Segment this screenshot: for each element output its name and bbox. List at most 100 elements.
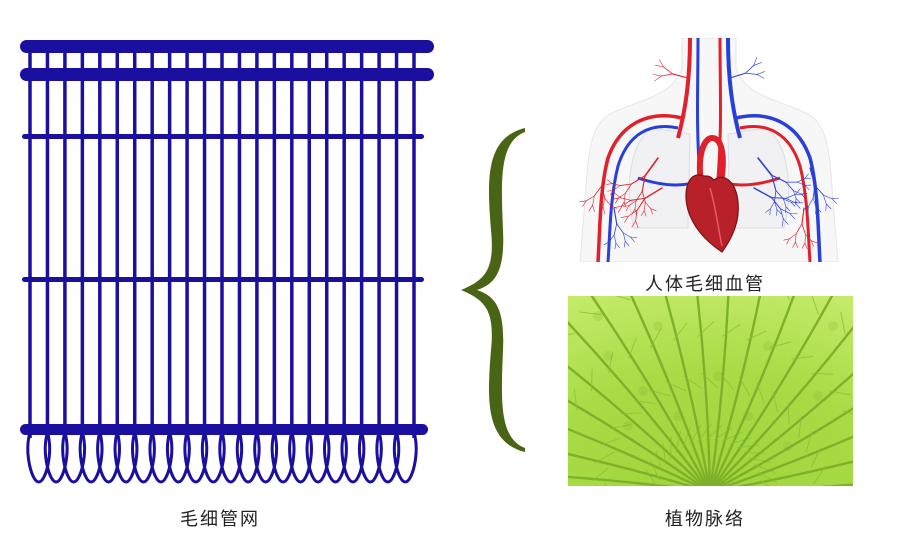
- leaf-speckle: [653, 321, 663, 331]
- left-arm-vein: [606, 125, 679, 262]
- blood-vessel-branch: [650, 208, 657, 212]
- leaf-secondary-vein: [840, 312, 846, 334]
- blood-vessel-branch: [780, 208, 784, 220]
- capillary-loop: [131, 431, 156, 484]
- blood-vessel-branch: [811, 240, 818, 244]
- blood-vessel-branch: [812, 184, 816, 199]
- blood-vessel-branch: [782, 218, 789, 225]
- capillary-loop: [375, 431, 401, 484]
- leaf-secondary-vein: [591, 467, 610, 482]
- blood-vessel-branch: [815, 206, 822, 213]
- leaf-secondary-vein: [769, 341, 791, 349]
- blood-vessel-branch: [797, 181, 806, 186]
- blood-vessel-branch: [599, 207, 604, 214]
- blood-vessel-branch: [753, 62, 762, 66]
- blood-vessel-branch: [801, 242, 806, 249]
- blood-vessel-branch: [801, 223, 806, 236]
- leaf-speckle: [828, 321, 838, 331]
- caption-human-capillaries: 人体毛细血管: [645, 274, 765, 295]
- blood-vessel-branch: [615, 242, 620, 249]
- leaf-main-vein: [568, 365, 706, 486]
- leaf-main-vein: [568, 399, 704, 486]
- blood-vessel-branch: [660, 73, 673, 77]
- leaf-main-vein: [715, 372, 853, 486]
- leaf-main-vein: [714, 325, 853, 486]
- capillary-loop: [166, 431, 191, 484]
- blood-vessel-branch: [588, 204, 593, 212]
- blood-vessel-branch: [659, 59, 664, 68]
- leaf-secondary-vein: [720, 373, 735, 392]
- leaf-secondary-vein: [754, 464, 776, 473]
- blood-vessel-branch: [614, 192, 621, 198]
- blood-vessel-branch: [640, 210, 645, 216]
- leaf-main-vein: [568, 427, 701, 486]
- leaf-main-vein: [568, 452, 695, 486]
- blood-vessel-branch: [635, 220, 639, 229]
- capillary-loop: [26, 431, 52, 484]
- blood-vessel-branch: [602, 197, 606, 208]
- blood-vessel-branch: [783, 238, 790, 241]
- leaf-secondary-vein: [810, 447, 821, 468]
- leaf-secondary-vein: [811, 372, 834, 375]
- blood-vessel-branch: [814, 184, 824, 196]
- leaf-main-vein: [710, 296, 762, 486]
- leaf-secondary-vein: [772, 391, 779, 414]
- blood-vessel-branch: [604, 197, 611, 206]
- leaf-secondary-vein: [633, 400, 656, 404]
- blood-vessel-branch: [753, 57, 758, 66]
- leaf-secondary-vein: [721, 323, 741, 337]
- blood-vessel-branch: [636, 197, 646, 211]
- curly-brace-icon: [461, 128, 525, 452]
- leaf-secondary-vein: [746, 330, 767, 341]
- spacer-bar: [22, 134, 424, 139]
- blood-vessel-branch: [619, 183, 632, 186]
- blood-vessel-branch: [769, 201, 775, 210]
- blood-vessel-branch: [771, 174, 787, 183]
- blood-vessel-branch: [808, 197, 814, 207]
- capillary-loop: [288, 431, 313, 484]
- leaf-main-vein: [590, 296, 709, 486]
- caption-capillary-mat: 毛细管网: [180, 509, 260, 530]
- blood-vessel-branch: [783, 198, 787, 208]
- blood-vessel-branch: [826, 203, 832, 210]
- blood-vessel-branch: [782, 218, 784, 227]
- blood-vessel-branch: [623, 240, 626, 248]
- leaf-speckle: [603, 351, 613, 361]
- blood-vessel-branch: [644, 157, 659, 177]
- leaf-secondary-vein: [813, 465, 827, 485]
- blood-vessel-branch: [608, 234, 615, 242]
- blood-vessel-branch: [579, 200, 587, 203]
- capillary-loop: [253, 431, 278, 484]
- blood-vessel-branch: [643, 210, 647, 217]
- blood-vessel-branch: [652, 74, 662, 77]
- blood-vessel-branch: [607, 241, 610, 248]
- blood-vessel-branch: [789, 233, 797, 240]
- blood-vessel-branch: [795, 233, 797, 243]
- heart: [685, 174, 739, 253]
- leaf-secondary-vein: [737, 444, 760, 449]
- blood-vessel-branch: [804, 185, 810, 190]
- blood-vessel-branch: [797, 178, 806, 183]
- capillary-loop: [113, 431, 139, 484]
- blood-vessel-branch: [831, 198, 837, 204]
- blood-vessel-branch: [729, 72, 746, 79]
- blood-vessel-branch: [610, 205, 613, 213]
- brace-shape: [461, 128, 525, 452]
- blood-vessel-branch: [807, 205, 809, 214]
- blood-vessel-branch: [785, 197, 796, 204]
- leaf-secondary-vein: [594, 451, 615, 464]
- caption-plant-veins: 植物脉络: [665, 509, 745, 530]
- blood-vessel-branch: [756, 74, 765, 79]
- capillary-loop: [340, 431, 366, 484]
- leaf-secondary-vein: [713, 427, 733, 441]
- blood-vessel-branch: [613, 234, 617, 244]
- blood-vessel-branch: [785, 193, 796, 199]
- leaf-secondary-vein: [701, 372, 719, 389]
- leaf-speckle: [623, 421, 633, 431]
- leaf-main-vein: [723, 435, 853, 486]
- capillary-loop: [96, 431, 121, 484]
- blood-vessel-branch: [765, 208, 771, 213]
- blood-vessel-branch: [644, 202, 651, 209]
- blood-vessel-branch: [774, 190, 777, 203]
- capillary-loop: [183, 431, 209, 484]
